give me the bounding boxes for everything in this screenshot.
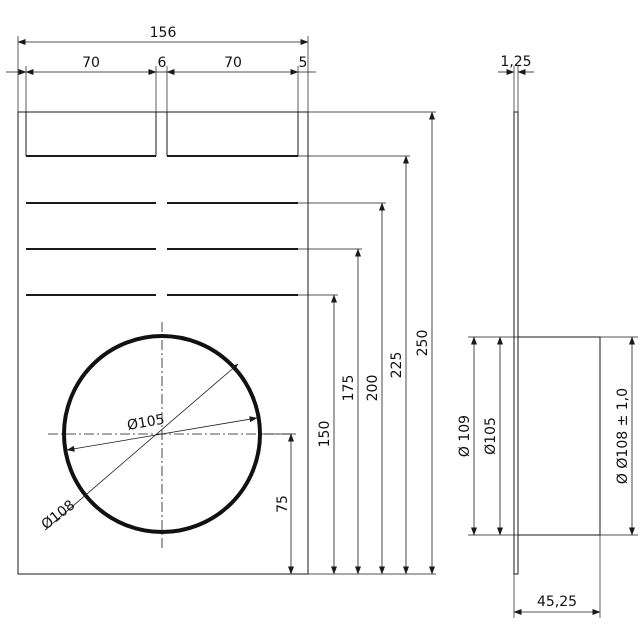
dim-label-109: Ø 109 <box>457 415 473 457</box>
dim-label-156: 156 <box>150 25 177 41</box>
plate-outline <box>17 111 309 575</box>
dim-label-250: 250 <box>415 330 431 357</box>
dim-label-1-25: 1,25 <box>500 54 531 70</box>
diameter-108-line <box>44 363 239 531</box>
dim-label-105: Ø105 <box>483 417 499 455</box>
dim-label-5: 5 <box>299 55 308 71</box>
front-view: Ø105 Ø108 156 70 6 70 5 1 <box>6 25 436 575</box>
side-plate <box>513 111 519 575</box>
dim-label-70-right: 70 <box>224 55 242 71</box>
side-view: 1,25 Ø 109 Ø105 Ø Ø108 ± 1,0 45,25 <box>457 54 638 618</box>
dim-label-150: 150 <box>317 421 333 448</box>
dim-label-75: 75 <box>275 495 291 513</box>
diameter-108-label: Ø108 <box>39 497 79 533</box>
spigot-body <box>517 336 601 536</box>
dim-label-225: 225 <box>389 352 405 379</box>
dim-label-108-tolerance: Ø Ø108 ± 1,0 <box>615 388 631 484</box>
dim-label-6: 6 <box>158 55 167 71</box>
dim-label-200: 200 <box>365 375 381 402</box>
diameter-105-label: Ø105 <box>126 412 166 434</box>
dim-label-45-25: 45,25 <box>537 594 577 610</box>
dim-label-70-left: 70 <box>82 55 100 71</box>
diameter-105-line <box>66 416 258 452</box>
dim-label-175: 175 <box>341 375 357 402</box>
